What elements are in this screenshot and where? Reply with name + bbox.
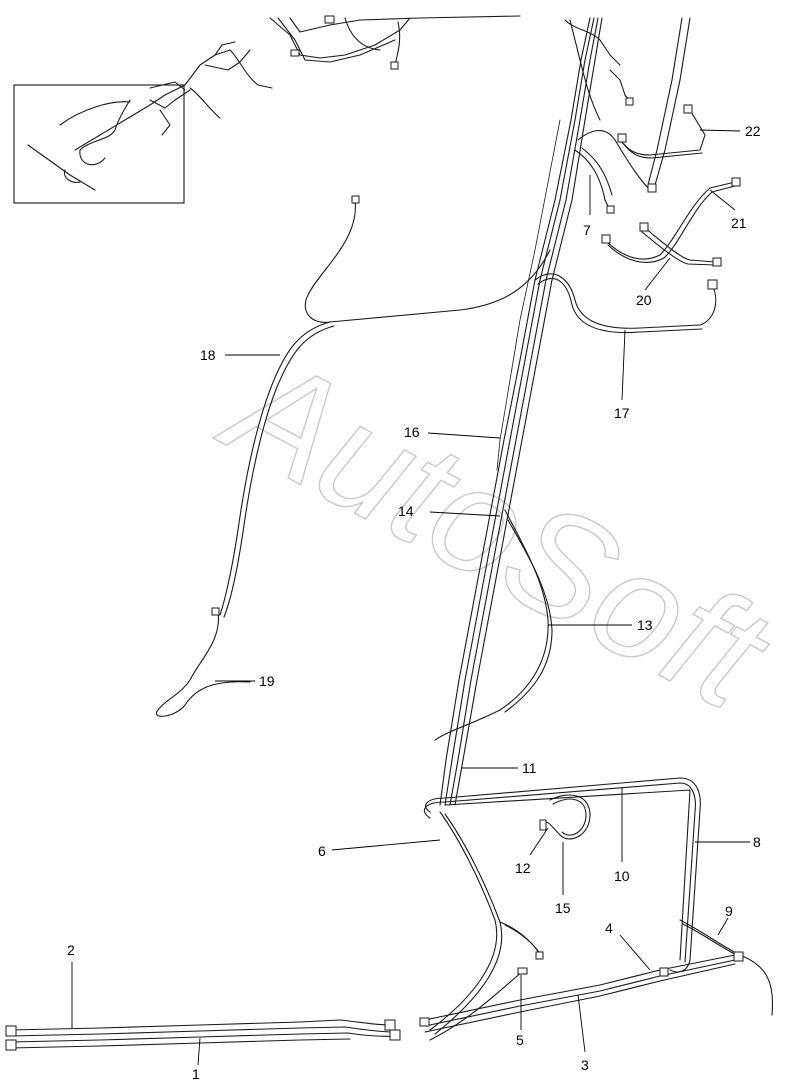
- callout-19: 19: [259, 673, 275, 689]
- watermark-text: AutoSoft: [197, 318, 787, 743]
- callout-1: 1: [192, 1066, 200, 1082]
- callout-20: 20: [636, 292, 652, 308]
- hose-17: [534, 273, 718, 334]
- upper-right-hoses: [574, 17, 741, 267]
- callout-5: 5: [516, 1032, 524, 1048]
- callout-labels: 1 2 3 4 5 6 7 8 9 10 11 12 13 14 15 16 1…: [67, 123, 761, 1082]
- top-hose-cluster: [269, 15, 521, 70]
- hoses-1-2: [5, 1019, 401, 1051]
- callout-12: 12: [515, 860, 531, 876]
- callout-4: 4: [605, 920, 613, 936]
- main-trunk-bundle: [434, 17, 621, 806]
- callout-11: 11: [522, 760, 537, 776]
- callout-13: 13: [637, 617, 653, 633]
- callout-6: 6: [318, 843, 326, 859]
- callout-9: 9: [725, 903, 733, 919]
- callout-2: 2: [67, 942, 75, 958]
- lower-hoses: [419, 811, 774, 1041]
- callout-18: 18: [200, 347, 216, 363]
- callout-7: 7: [583, 222, 591, 238]
- callout-10: 10: [614, 868, 630, 884]
- callout-22: 22: [745, 123, 761, 139]
- leader-lines: [71, 129, 750, 1066]
- inset-overview: [13, 41, 273, 204]
- callout-8: 8: [753, 834, 761, 850]
- hose-18-19: [155, 195, 551, 717]
- hose-loop-8-10: [423, 777, 701, 973]
- callout-15: 15: [555, 900, 571, 916]
- callout-21: 21: [731, 215, 747, 231]
- callout-17: 17: [614, 405, 630, 421]
- callout-14: 14: [398, 503, 414, 519]
- callout-16: 16: [404, 424, 420, 440]
- callout-3: 3: [581, 1057, 589, 1073]
